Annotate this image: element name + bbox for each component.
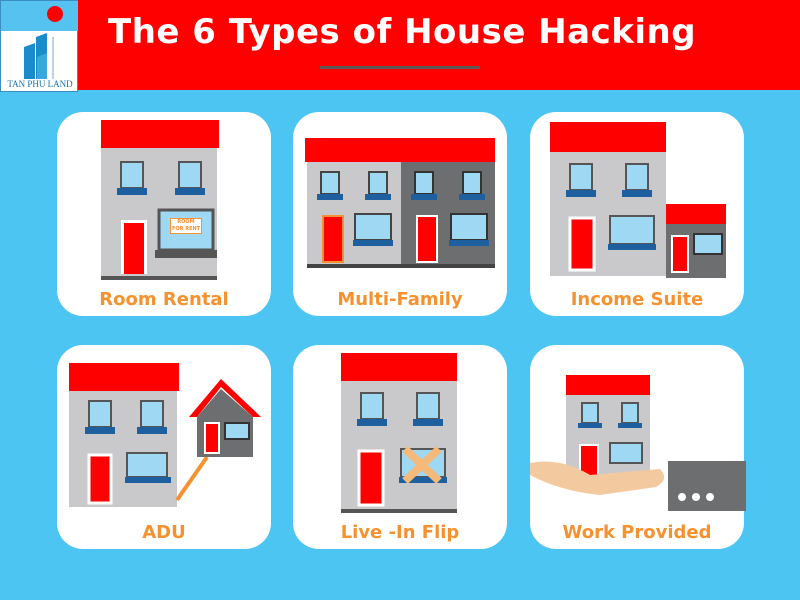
card-label: Room Rental bbox=[99, 289, 229, 310]
house-income-suite-icon bbox=[550, 122, 726, 278]
page-title: The 6 Types of House Hacking bbox=[108, 12, 697, 52]
card-live-in-flip[interactable]: Live -In Flip bbox=[293, 345, 507, 549]
house-work-provided-icon bbox=[530, 375, 746, 511]
card-label: ADU bbox=[142, 522, 186, 543]
house-live-in-flip-icon bbox=[341, 353, 457, 513]
card-adu[interactable]: ADU bbox=[57, 345, 271, 549]
logo-text: TAN PHU LAND bbox=[7, 79, 73, 89]
header-banner: The 6 Types of House Hacking bbox=[78, 0, 800, 90]
house-adu-icon bbox=[69, 363, 261, 507]
card-label: Live -In Flip bbox=[340, 522, 460, 543]
house-multi-family-icon bbox=[305, 138, 495, 268]
room-for-rent-sign: ROOM FOR RENT bbox=[170, 218, 202, 234]
title-divider bbox=[320, 66, 480, 69]
card-label: Work Provided bbox=[562, 522, 712, 543]
card-multi-family[interactable]: Multi-Family bbox=[293, 112, 507, 316]
house-room-rental-icon bbox=[101, 120, 219, 280]
logo-buildings-icon bbox=[1, 1, 79, 79]
logo: TAN PHU LAND bbox=[0, 0, 79, 92]
card-income-suite[interactable]: Income Suite bbox=[530, 112, 744, 316]
card-room-rental[interactable]: ROOM FOR RENT Room Rental bbox=[57, 112, 271, 316]
card-label: Multi-Family bbox=[337, 289, 463, 310]
card-work-provided[interactable]: Work Provided bbox=[530, 345, 746, 549]
card-label: Income Suite bbox=[570, 289, 704, 310]
